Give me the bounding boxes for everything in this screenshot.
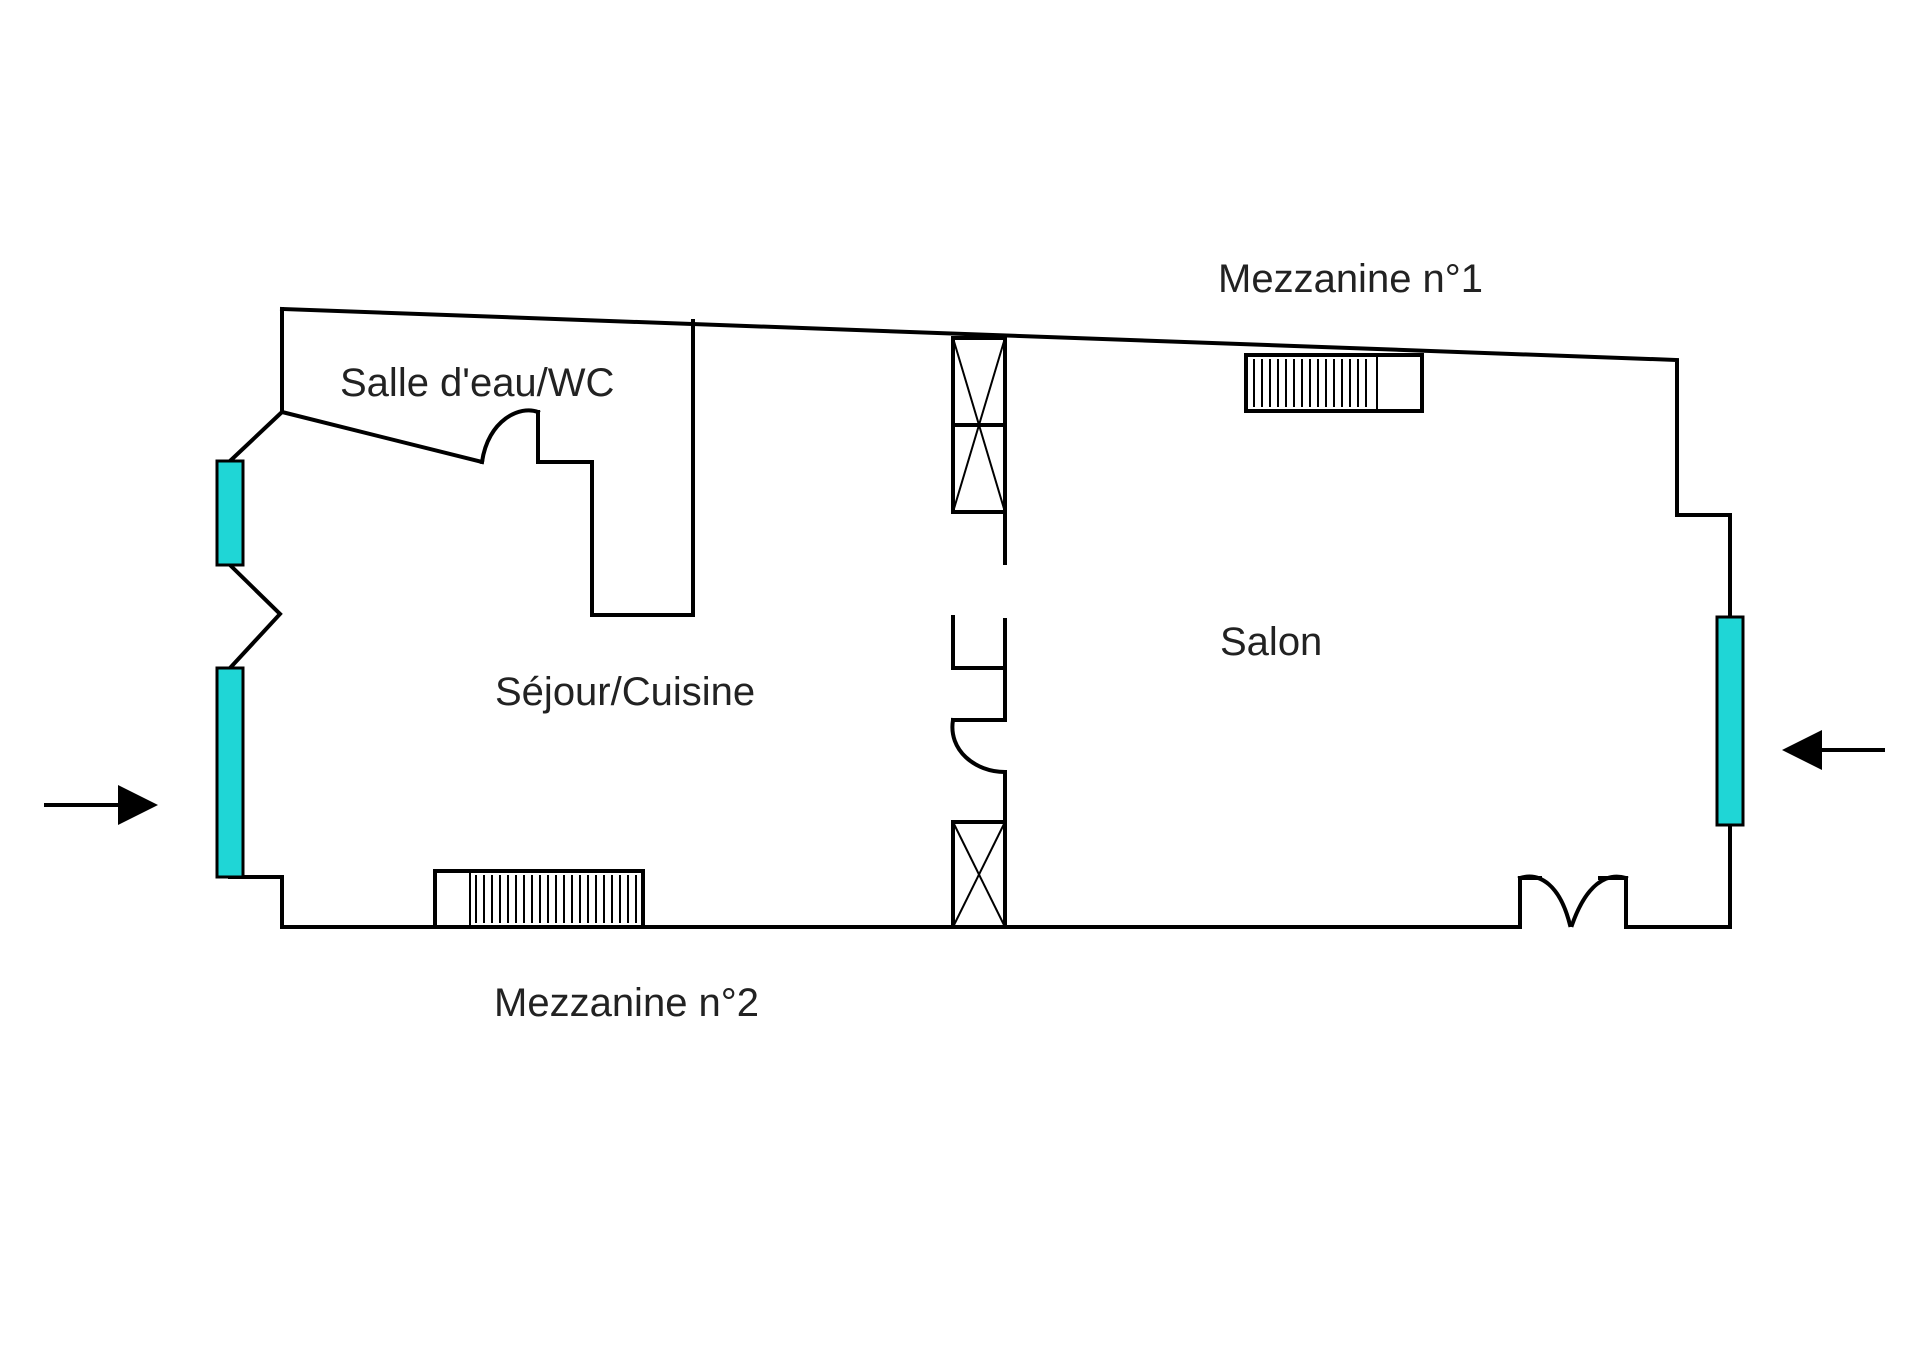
- partition-door-frame: [951, 666, 1007, 722]
- bathroom-inner-wall: [536, 319, 695, 617]
- door-leaf-right: [1569, 874, 1629, 928]
- left-bottom-wall: [228, 875, 1542, 929]
- label-salle-eau: Salle d'eau/WC: [340, 361, 614, 405]
- window-icon: [1715, 615, 1745, 827]
- partition-door-swing: [950, 717, 1008, 775]
- stairs-icon: [433, 869, 645, 929]
- left-zigzag-top: [227, 409, 285, 464]
- bathroom-diagonal-wall: [279, 409, 485, 465]
- central-partition: [950, 336, 1008, 929]
- label-mezzanine-1: Mezzanine n°1: [1218, 257, 1483, 301]
- windows: [215, 459, 1745, 879]
- label-sejour: Séjour/Cuisine: [495, 670, 755, 714]
- partition-mid: [951, 615, 1007, 670]
- stairs-icon: [1244, 353, 1424, 413]
- window-icon: [215, 459, 245, 567]
- bathroom-door-swing: [479, 408, 541, 465]
- duct-cross-icon: [951, 336, 1007, 514]
- door-swing-icon: [1517, 874, 1629, 928]
- bathroom-walls: [279, 319, 695, 617]
- door-leaf-left: [1517, 874, 1573, 928]
- duct-cross-icon: [951, 820, 1007, 929]
- window-icon: [215, 666, 245, 879]
- label-salon: Salon: [1220, 620, 1322, 664]
- left-zigzag-mid: [227, 562, 283, 671]
- label-mezzanine-2: Mezzanine n°2: [494, 981, 759, 1025]
